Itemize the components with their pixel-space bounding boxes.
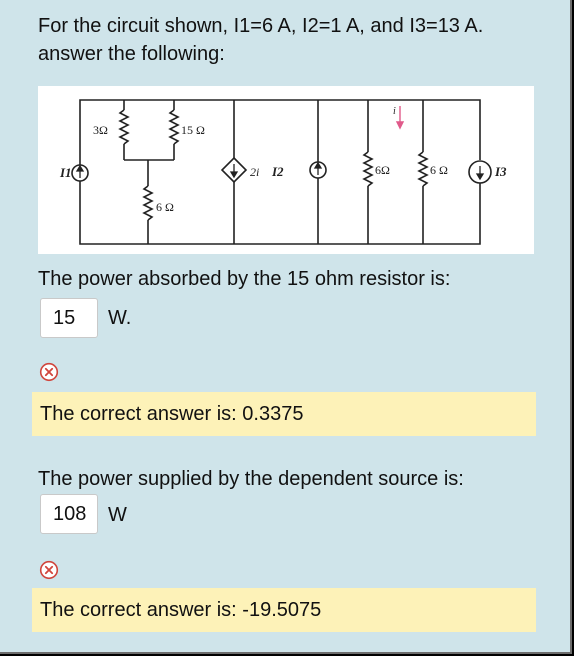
circuit-svg: I1 3Ω 15 Ω 6 Ω 2i I2 6Ω 6 Ω i I3 bbox=[59, 99, 507, 245]
part2-prompt: The power supplied by the dependent sour… bbox=[38, 468, 464, 490]
part2-feedback: The correct answer is: -19.5075 bbox=[32, 588, 536, 632]
resistor-6-ohm-bottom bbox=[142, 185, 154, 221]
part1-answer-input[interactable] bbox=[40, 298, 98, 338]
bottom-wire bbox=[79, 186, 481, 245]
wrong-icon bbox=[39, 362, 59, 382]
label-6-ohm-bottom: 6 Ω bbox=[156, 200, 174, 214]
part1-prompt: The power absorbed by the 15 ohm resisto… bbox=[38, 268, 451, 290]
label-2i: 2i bbox=[250, 165, 259, 179]
part1-feedback-text: The correct answer is: 0.3375 bbox=[40, 403, 304, 425]
label-i3: I3 bbox=[494, 164, 507, 179]
part1-unit: W. bbox=[108, 307, 132, 329]
label-6-ohm-right: 6 Ω bbox=[430, 163, 448, 177]
label-i2: I2 bbox=[271, 164, 284, 179]
part2-feedback-text: The correct answer is: -19.5075 bbox=[40, 599, 322, 621]
resistor-3-ohm bbox=[118, 109, 130, 145]
part1-feedback: The correct answer is: 0.3375 bbox=[32, 392, 536, 436]
question-line-2: answer the following: bbox=[38, 43, 225, 65]
label-i1: I1 bbox=[59, 165, 72, 180]
wrong-icon bbox=[39, 560, 59, 580]
resistor-15-ohm bbox=[168, 109, 180, 145]
resistor-6-ohm-middle bbox=[362, 151, 374, 187]
part2-answer-input[interactable] bbox=[40, 494, 98, 534]
question-text: For the circuit shown, I1=6 A, I2=1 A, a… bbox=[38, 12, 538, 68]
question-line-1: For the circuit shown, I1=6 A, I2=1 A, a… bbox=[38, 15, 484, 37]
part2-unit: W bbox=[108, 504, 127, 526]
label-3-ohm: 3Ω bbox=[93, 123, 108, 137]
current-i-arrow bbox=[395, 106, 405, 130]
label-15-ohm: 15 Ω bbox=[181, 123, 205, 137]
top-wire bbox=[79, 99, 481, 160]
resistor-6-ohm-right bbox=[417, 151, 429, 187]
circuit-diagram: I1 3Ω 15 Ω 6 Ω 2i I2 6Ω 6 Ω i I3 bbox=[38, 86, 534, 254]
label-6-ohm-middle: 6Ω bbox=[375, 163, 390, 177]
label-i: i bbox=[393, 106, 396, 117]
